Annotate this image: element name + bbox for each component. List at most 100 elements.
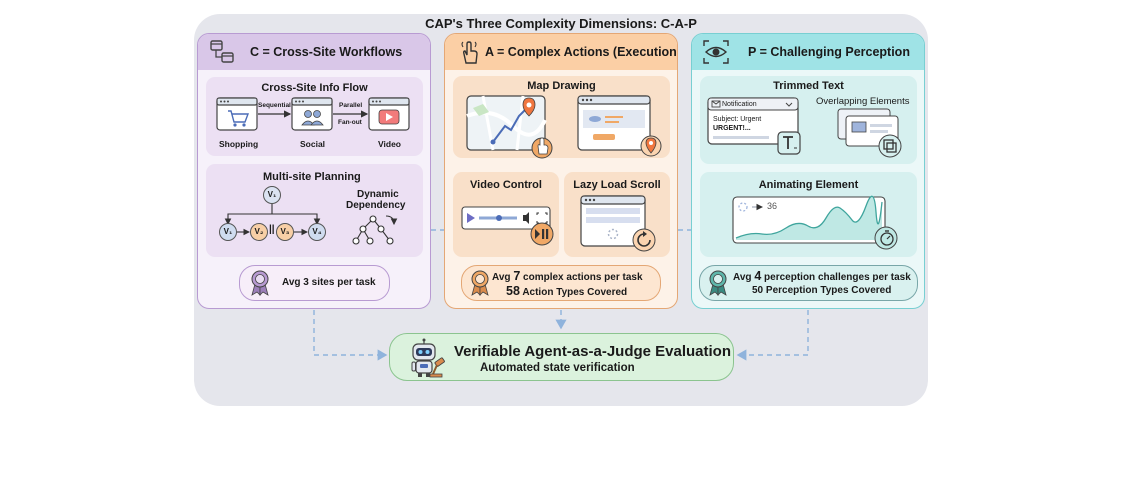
reload-icon: [632, 228, 656, 252]
social-window: [291, 97, 333, 131]
node-v1-label: V₁: [223, 227, 233, 236]
eye-scan-icon: [703, 40, 729, 64]
arrow-label-parallel: Parallel: [339, 102, 363, 109]
stat-p-line1: Avg 4 perception challenges per task: [733, 269, 911, 283]
dependency-label-2: Dependency: [346, 200, 406, 211]
node-v4-label: V₄: [312, 227, 322, 236]
trimmed-text-graphic: [707, 97, 902, 158]
video-player-graphic: [461, 206, 554, 246]
hand-cursor-icon: [531, 137, 553, 159]
pointing-hand-icon: [461, 41, 478, 64]
site-label-video: Video: [378, 139, 401, 149]
play-pause-icon: [530, 222, 554, 246]
stat-a-types-num: 58: [506, 284, 520, 298]
node-v3: V₃: [276, 223, 294, 241]
map-drawing-title: Map Drawing: [527, 80, 596, 92]
animating-value: 36: [767, 201, 778, 211]
panel-trimmed-text: Trimmed Text Overlapping Elements: [700, 76, 917, 164]
robot-judge-icon: [411, 338, 445, 378]
map-drawing-graphic: [466, 95, 662, 159]
column-a-header: A = Complex Actions (Execution): [445, 34, 677, 70]
panel-planning: Multi-site Planning Dynamic Dependency: [206, 164, 423, 257]
overlap-icon: [878, 134, 902, 158]
column-p-title: P = Challenging Perception: [748, 45, 910, 59]
node-v4: V₄: [308, 223, 326, 241]
node-v2-label: V₂: [254, 227, 264, 236]
verification-box: Verifiable Agent-as-a-Judge Evaluation A…: [389, 333, 734, 381]
panel-info-flow: Cross-Site Info Flow: [206, 77, 423, 156]
info-flow-title: Cross-Site Info Flow: [261, 82, 368, 94]
stat-a-pre: Avg: [492, 272, 514, 283]
map-window: [466, 95, 547, 151]
parallel-mark: ||: [269, 224, 275, 235]
planning-graph: [224, 204, 398, 245]
stopwatch-icon: [874, 226, 898, 250]
stat-p-post: perception challenges per task: [761, 272, 911, 283]
location-pin-icon: [640, 135, 662, 157]
notification-title: Notification: [722, 101, 757, 108]
stat-c: Avg 3 sites per task: [239, 265, 390, 301]
animating-chart-graphic: [732, 195, 898, 250]
animating-title: Animating Element: [758, 179, 859, 191]
overlap-label: Overlapping Elements: [816, 96, 910, 107]
text-trim-icon: [777, 131, 801, 155]
stat-a-types-text: Action Types Covered: [519, 287, 628, 298]
notification-subject: Subject: Urgent: [713, 116, 762, 123]
stat-a-post: complex actions per task: [520, 272, 643, 283]
verification-subtitle: Automated state verification: [480, 362, 635, 374]
stat-p: Avg 4 perception challenges per task 50 …: [699, 265, 918, 301]
video-control-title: Video Control: [470, 179, 542, 191]
arrow-label-sequential: Sequential: [258, 102, 291, 109]
gavel-icon: [429, 357, 445, 378]
overlapping-windows: [837, 108, 899, 147]
node-v1: V₁: [219, 223, 237, 241]
award-ribbon-icon: [471, 270, 489, 296]
stat-p-pre: Avg: [733, 272, 755, 283]
connector-p-to-judge: [736, 310, 809, 361]
trimmed-text-title: Trimmed Text: [773, 80, 844, 92]
stat-p-line2: 50 Perception Types Covered: [752, 285, 892, 296]
notification-card: [707, 97, 799, 145]
column-complex-actions: A = Complex Actions (Execution) Map Draw…: [444, 33, 678, 309]
award-ribbon-icon: [709, 270, 727, 296]
column-cross-site: C = Cross-Site Workflows Cross-Site Info…: [197, 33, 431, 309]
stat-p-num: 4: [754, 269, 762, 283]
node-top: V₁: [263, 186, 281, 204]
column-perception: P = Challenging Perception Trimmed Text …: [691, 33, 925, 309]
stat-a-line1: Avg 7 complex actions per task: [492, 269, 643, 283]
site-label-social: Social: [300, 139, 326, 149]
planning-title: Multi-site Planning: [263, 171, 361, 183]
form-window: [577, 95, 651, 151]
column-p-header: P = Challenging Perception: [692, 34, 924, 70]
stat-a-num: 7: [513, 269, 521, 283]
verification-title: Verifiable Agent-as-a-Judge Evaluation: [454, 343, 732, 360]
lazy-load-title: Lazy Load Scroll: [573, 179, 661, 191]
connector-c-to-judge: [313, 310, 388, 361]
stat-a-line2: 58 Action Types Covered: [506, 284, 627, 298]
stat-c-text: Avg 3 sites per task: [282, 277, 376, 288]
info-flow-graphic: [216, 97, 410, 131]
panel-animating: Animating Element 36: [700, 172, 917, 257]
site-label-shopping: Shopping: [219, 139, 259, 149]
dependency-tree-icon: [352, 215, 398, 245]
notification-body: URGENT!...: [713, 125, 751, 132]
node-top-label: V₁: [267, 190, 277, 199]
lazy-load-graphic: [580, 195, 656, 252]
linked-windows-icon: [210, 40, 234, 63]
arrow-label-fanout: Fan-out: [338, 119, 362, 126]
panel-video-control: Video Control: [453, 172, 559, 257]
award-ribbon-icon: [251, 270, 269, 296]
main-title: CAP's Three Complexity Dimensions: C-A-P: [425, 16, 697, 31]
dependency-label-1: Dynamic: [357, 189, 399, 200]
stat-a: Avg 7 complex actions per task 58 Action…: [461, 265, 661, 301]
column-c-title: C = Cross-Site Workflows: [250, 45, 403, 59]
column-c-header: C = Cross-Site Workflows: [198, 34, 430, 70]
node-v2: V₂: [250, 223, 268, 241]
panel-lazy-load: Lazy Load Scroll: [564, 172, 670, 257]
shopping-window: [216, 97, 258, 131]
panel-map-drawing: Map Drawing: [453, 76, 670, 159]
column-a-title: A = Complex Actions (Execution): [485, 45, 678, 59]
node-v3-label: V₃: [280, 227, 290, 236]
